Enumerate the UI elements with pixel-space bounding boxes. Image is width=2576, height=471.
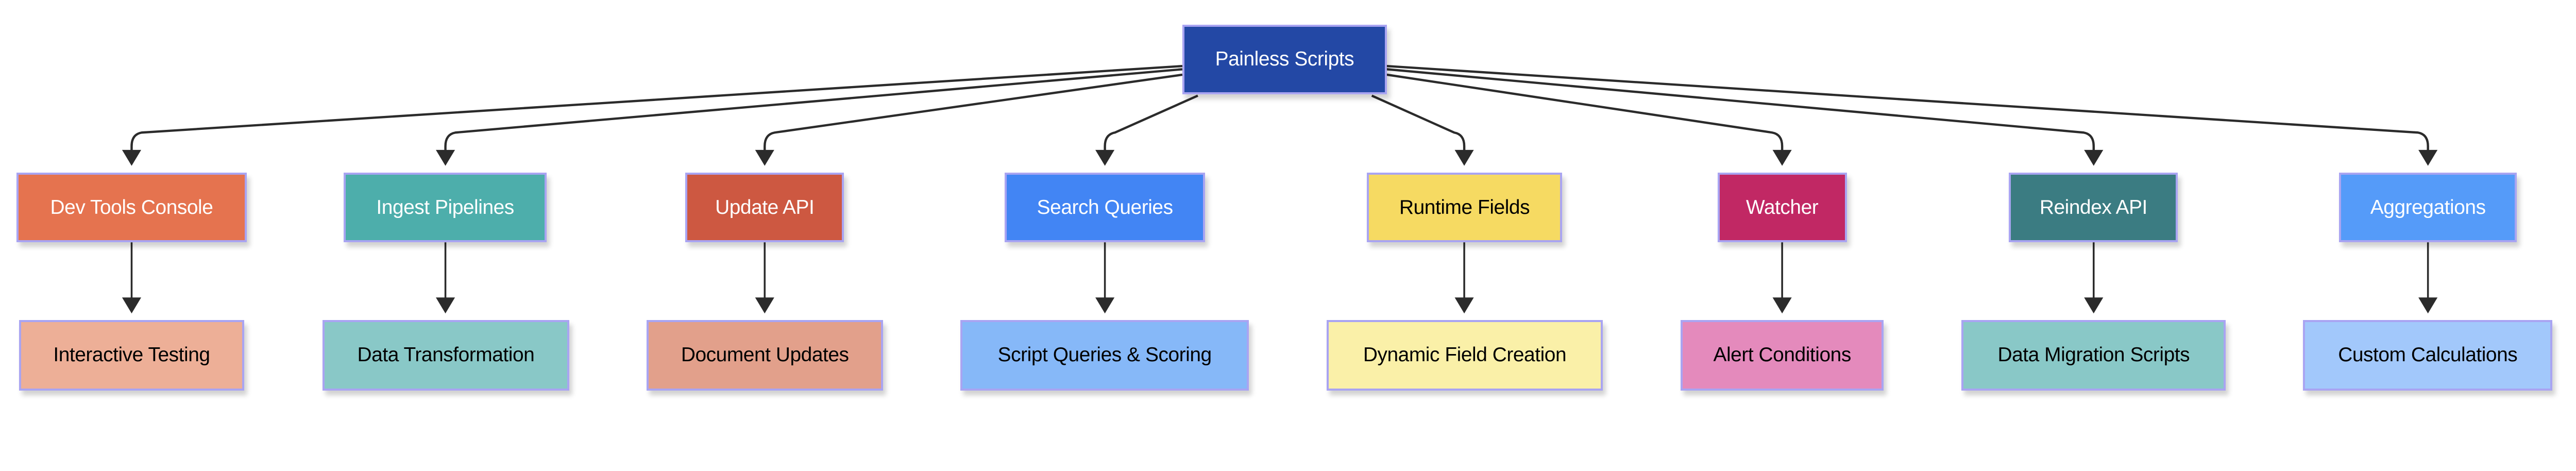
arrowhead-icon bbox=[2418, 149, 2438, 166]
arrowhead-icon bbox=[2418, 297, 2438, 314]
node-reindex-api[interactable]: Reindex API bbox=[2009, 173, 2178, 243]
edge-root-to-category bbox=[1386, 68, 2095, 151]
edge-root-to-category bbox=[444, 68, 1183, 151]
node-watcher[interactable]: Watcher bbox=[1717, 173, 1847, 243]
node-label: Runtime Fields bbox=[1399, 196, 1530, 218]
node-label: Aggregations bbox=[2370, 196, 2486, 218]
node-label: Data Transformation bbox=[357, 344, 535, 366]
arrowhead-icon bbox=[1772, 149, 1792, 166]
node-label: Data Migration Scripts bbox=[1997, 344, 2190, 366]
node-search-queries[interactable]: Search Queries bbox=[1005, 173, 1206, 243]
edge-root-to-category bbox=[130, 64, 1183, 151]
node-aggregations[interactable]: Aggregations bbox=[2339, 173, 2517, 243]
edge-root-to-category bbox=[764, 73, 1183, 151]
node-dev-tools-console[interactable]: Dev Tools Console bbox=[16, 173, 247, 243]
node-label: Document Updates bbox=[681, 344, 849, 366]
node-dynamic-field-creation[interactable]: Dynamic Field Creation bbox=[1327, 319, 1603, 391]
node-document-updates[interactable]: Document Updates bbox=[647, 319, 884, 391]
arrowhead-icon bbox=[1095, 149, 1115, 166]
arrowhead-icon bbox=[435, 149, 455, 166]
node-custom-calculations[interactable]: Custom Calculations bbox=[2303, 319, 2553, 391]
arrowhead-icon bbox=[1454, 149, 1474, 166]
edges-layer bbox=[122, 64, 2438, 314]
node-script-queries-scoring[interactable]: Script Queries & Scoring bbox=[960, 319, 1249, 391]
arrowhead-icon bbox=[755, 297, 774, 314]
node-label: Custom Calculations bbox=[2338, 344, 2518, 366]
node-label: Update API bbox=[715, 196, 815, 218]
arrowhead-icon bbox=[2084, 149, 2104, 166]
arrowhead-icon bbox=[122, 149, 142, 166]
node-interactive-testing[interactable]: Interactive Testing bbox=[19, 319, 244, 391]
node-label: Script Queries & Scoring bbox=[997, 344, 1212, 366]
arrowhead-icon bbox=[1772, 297, 1792, 314]
node-label: Dynamic Field Creation bbox=[1363, 344, 1567, 366]
node-label: Search Queries bbox=[1037, 196, 1173, 218]
node-label: Painless Scripts bbox=[1215, 48, 1354, 71]
node-runtime-fields[interactable]: Runtime Fields bbox=[1366, 173, 1563, 243]
node-label: Reindex API bbox=[2039, 196, 2148, 218]
arrowhead-icon bbox=[1454, 297, 1474, 314]
edge-root-to-category bbox=[1104, 94, 1198, 151]
arrowhead-icon bbox=[122, 297, 142, 314]
edge-root-to-category bbox=[1371, 94, 1466, 151]
arrowhead-icon bbox=[1095, 297, 1115, 314]
node-label: Watcher bbox=[1746, 196, 1819, 218]
arrowhead-icon bbox=[2084, 297, 2104, 314]
node-update-api[interactable]: Update API bbox=[685, 173, 844, 243]
node-label: Ingest Pipelines bbox=[376, 196, 514, 218]
node-label: Interactive Testing bbox=[53, 344, 210, 366]
node-label: Alert Conditions bbox=[1713, 344, 1851, 366]
arrowhead-icon bbox=[435, 297, 455, 314]
arrowhead-icon bbox=[755, 149, 774, 166]
node-data-transformation[interactable]: Data Transformation bbox=[322, 319, 569, 391]
edge-root-to-category bbox=[1386, 73, 1784, 151]
node-label: Dev Tools Console bbox=[50, 196, 213, 218]
node-ingest-pipelines[interactable]: Ingest Pipelines bbox=[344, 173, 547, 243]
node-data-migration-scripts[interactable]: Data Migration Scripts bbox=[1961, 319, 2226, 391]
edge-root-to-category bbox=[1386, 64, 2429, 151]
root-node-painless-scripts[interactable]: Painless Scripts bbox=[1182, 24, 1387, 94]
node-alert-conditions[interactable]: Alert Conditions bbox=[1681, 319, 1884, 391]
